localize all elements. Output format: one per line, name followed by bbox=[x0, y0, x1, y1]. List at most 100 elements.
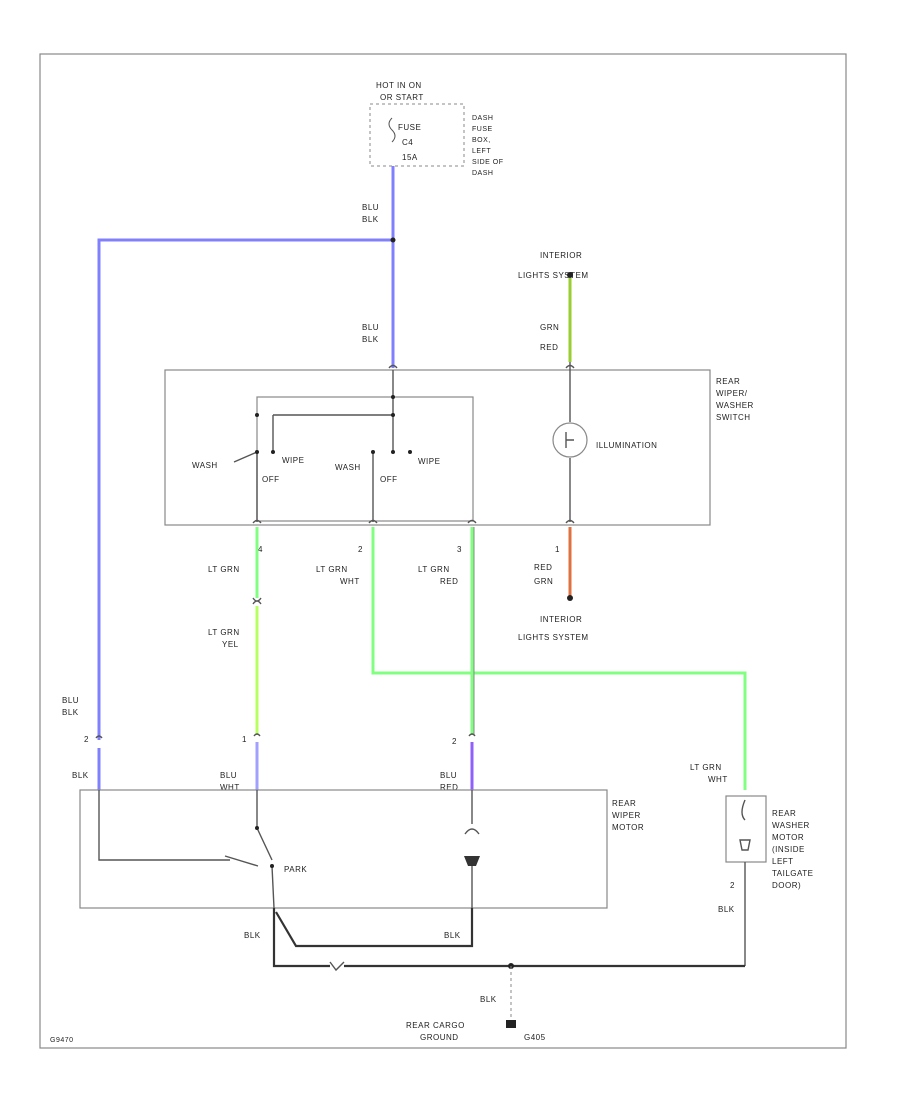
fuse-hot-label-2: OR START bbox=[380, 93, 424, 102]
label-grn: GRN bbox=[540, 323, 559, 332]
label-red-3: RED bbox=[440, 577, 458, 586]
ground-connector-icon bbox=[329, 961, 345, 972]
interior-lights-bottom-terminal bbox=[567, 595, 573, 601]
washer-label-7: DOOR) bbox=[772, 881, 801, 890]
switch-connectors bbox=[252, 364, 575, 524]
motor-icon bbox=[464, 856, 480, 908]
diagram-id: G9470 bbox=[50, 1037, 74, 1044]
interior-lights-bottom-1: INTERIOR bbox=[540, 615, 582, 624]
fuse-location-5: SIDE OF bbox=[472, 159, 504, 166]
wire-blu-blk-left bbox=[97, 238, 393, 790]
label-blu-top: BLU bbox=[362, 203, 379, 212]
label-ground-down: BLK bbox=[480, 995, 497, 1004]
washer-label-6: TAILGATE bbox=[772, 869, 814, 878]
washer-label-5: LEFT bbox=[772, 857, 794, 866]
illumination-label: ILLUMINATION bbox=[596, 441, 657, 450]
pin-washer-2: 2 bbox=[730, 881, 735, 890]
motor-label-1: REAR bbox=[612, 799, 636, 808]
label-lt-grn-2: LT GRN bbox=[316, 565, 348, 574]
washer-label-2: WASHER bbox=[772, 821, 810, 830]
label-ground-right: BLK bbox=[444, 931, 461, 940]
switch-bus-dot-1 bbox=[391, 413, 395, 417]
ground-icon bbox=[506, 1020, 516, 1028]
fuse-amperage: 15A bbox=[402, 153, 418, 162]
fuse-location-6: DASH bbox=[472, 170, 493, 177]
label-wht-2: WHT bbox=[340, 577, 360, 586]
label-washer-lt-grn: LT GRN bbox=[690, 763, 722, 772]
park-label: PARK bbox=[284, 865, 307, 874]
interior-lights-bottom-2: LIGHTS SYSTEM bbox=[518, 633, 589, 642]
pin-switch-2: 2 bbox=[358, 545, 363, 554]
label-blu-mid: BLU bbox=[362, 323, 379, 332]
label-blu-wht-a: BLU bbox=[220, 771, 237, 780]
washer-label-4: (INSIDE bbox=[772, 845, 805, 854]
switch-bus-line bbox=[272, 414, 393, 452]
illumination-bulb-icon bbox=[552, 422, 588, 458]
connector-motor-2 bbox=[468, 733, 476, 737]
fuse-location-3: BOX, bbox=[472, 137, 491, 144]
label-blu-red-a: BLU bbox=[440, 771, 457, 780]
switch-label-2: WIPER/ bbox=[716, 389, 748, 398]
label-blk-mid: BLK bbox=[362, 335, 379, 344]
label-lt-grn-3: LT GRN bbox=[418, 565, 450, 574]
label-blk-top: BLK bbox=[362, 215, 379, 224]
inline-connector-c bbox=[252, 597, 262, 605]
rear-wiper-motor bbox=[79, 789, 608, 909]
switch-2-wash: WASH bbox=[335, 463, 361, 472]
wire-lt-grn-wht bbox=[371, 527, 747, 790]
switch-label-1: REAR bbox=[716, 377, 740, 386]
pin-switch-1: 1 bbox=[555, 545, 560, 554]
label-blu-red-b: RED bbox=[440, 783, 458, 792]
connector-motor-left bbox=[95, 735, 103, 739]
ground-bus bbox=[272, 908, 745, 968]
label-grn-bot: GRN bbox=[534, 577, 553, 586]
switch-2-contact-wipe bbox=[408, 450, 412, 454]
label-blu-left: BLU bbox=[62, 696, 79, 705]
label-blu-wht-b: WHT bbox=[220, 783, 240, 792]
label-lt-grn-yel-a: LT GRN bbox=[208, 628, 240, 637]
park-contact-1 bbox=[255, 826, 259, 830]
motor-park-switch bbox=[256, 790, 275, 909]
fuse-location-2: FUSE bbox=[472, 126, 493, 133]
switch-2-wipe: WIPE bbox=[418, 457, 440, 466]
motor-park-feed bbox=[98, 790, 230, 861]
switch-bus-dot-3 bbox=[391, 395, 395, 399]
switch-bus-dot-2 bbox=[255, 413, 259, 417]
switch-2-pivot bbox=[371, 450, 375, 454]
switch-1-off: OFF bbox=[262, 475, 280, 484]
motor-arc-top bbox=[464, 828, 480, 835]
switch-2-contact bbox=[391, 450, 395, 454]
illumination-filament bbox=[565, 432, 574, 448]
interior-lights-top-terminal bbox=[567, 272, 573, 278]
motor-park-blade bbox=[224, 855, 259, 867]
connector-motor-1 bbox=[253, 733, 261, 737]
label-washer-wht: WHT bbox=[708, 775, 728, 784]
fuse-location-1: DASH bbox=[472, 115, 493, 122]
motor-ground-loop bbox=[275, 908, 474, 948]
interior-lights-top-2: LIGHTS SYSTEM bbox=[518, 271, 589, 280]
washer-motor-icon bbox=[739, 799, 751, 851]
fuse-number: C4 bbox=[402, 138, 413, 147]
label-ground-left: BLK bbox=[244, 931, 261, 940]
pin-motor-1: 1 bbox=[242, 735, 247, 744]
splice-dot-top bbox=[390, 237, 396, 243]
fuse-location-4: LEFT bbox=[472, 148, 491, 155]
motor-label-3: MOTOR bbox=[612, 823, 644, 832]
pin-motor-2-right: 2 bbox=[452, 737, 457, 746]
switch-1-wipe: WIPE bbox=[282, 456, 304, 465]
ground-label-2: GROUND bbox=[420, 1033, 459, 1042]
switch-1-blade bbox=[233, 451, 258, 522]
pin-switch-4: 4 bbox=[258, 545, 263, 554]
washer-label-3: MOTOR bbox=[772, 833, 804, 842]
ground-label-3: G405 bbox=[524, 1033, 546, 1042]
park-contact-2 bbox=[270, 864, 274, 868]
rear-wiper-washer-switch bbox=[164, 369, 711, 526]
washer-label-1: REAR bbox=[772, 809, 796, 818]
motor-label-2: WIPER bbox=[612, 811, 641, 820]
switch-1-wash: WASH bbox=[192, 461, 218, 470]
label-red-bot: RED bbox=[534, 563, 552, 572]
label-blk-left: BLK bbox=[62, 708, 79, 717]
interior-lights-top-1: INTERIOR bbox=[540, 251, 582, 260]
diagram-frame bbox=[39, 53, 847, 1049]
